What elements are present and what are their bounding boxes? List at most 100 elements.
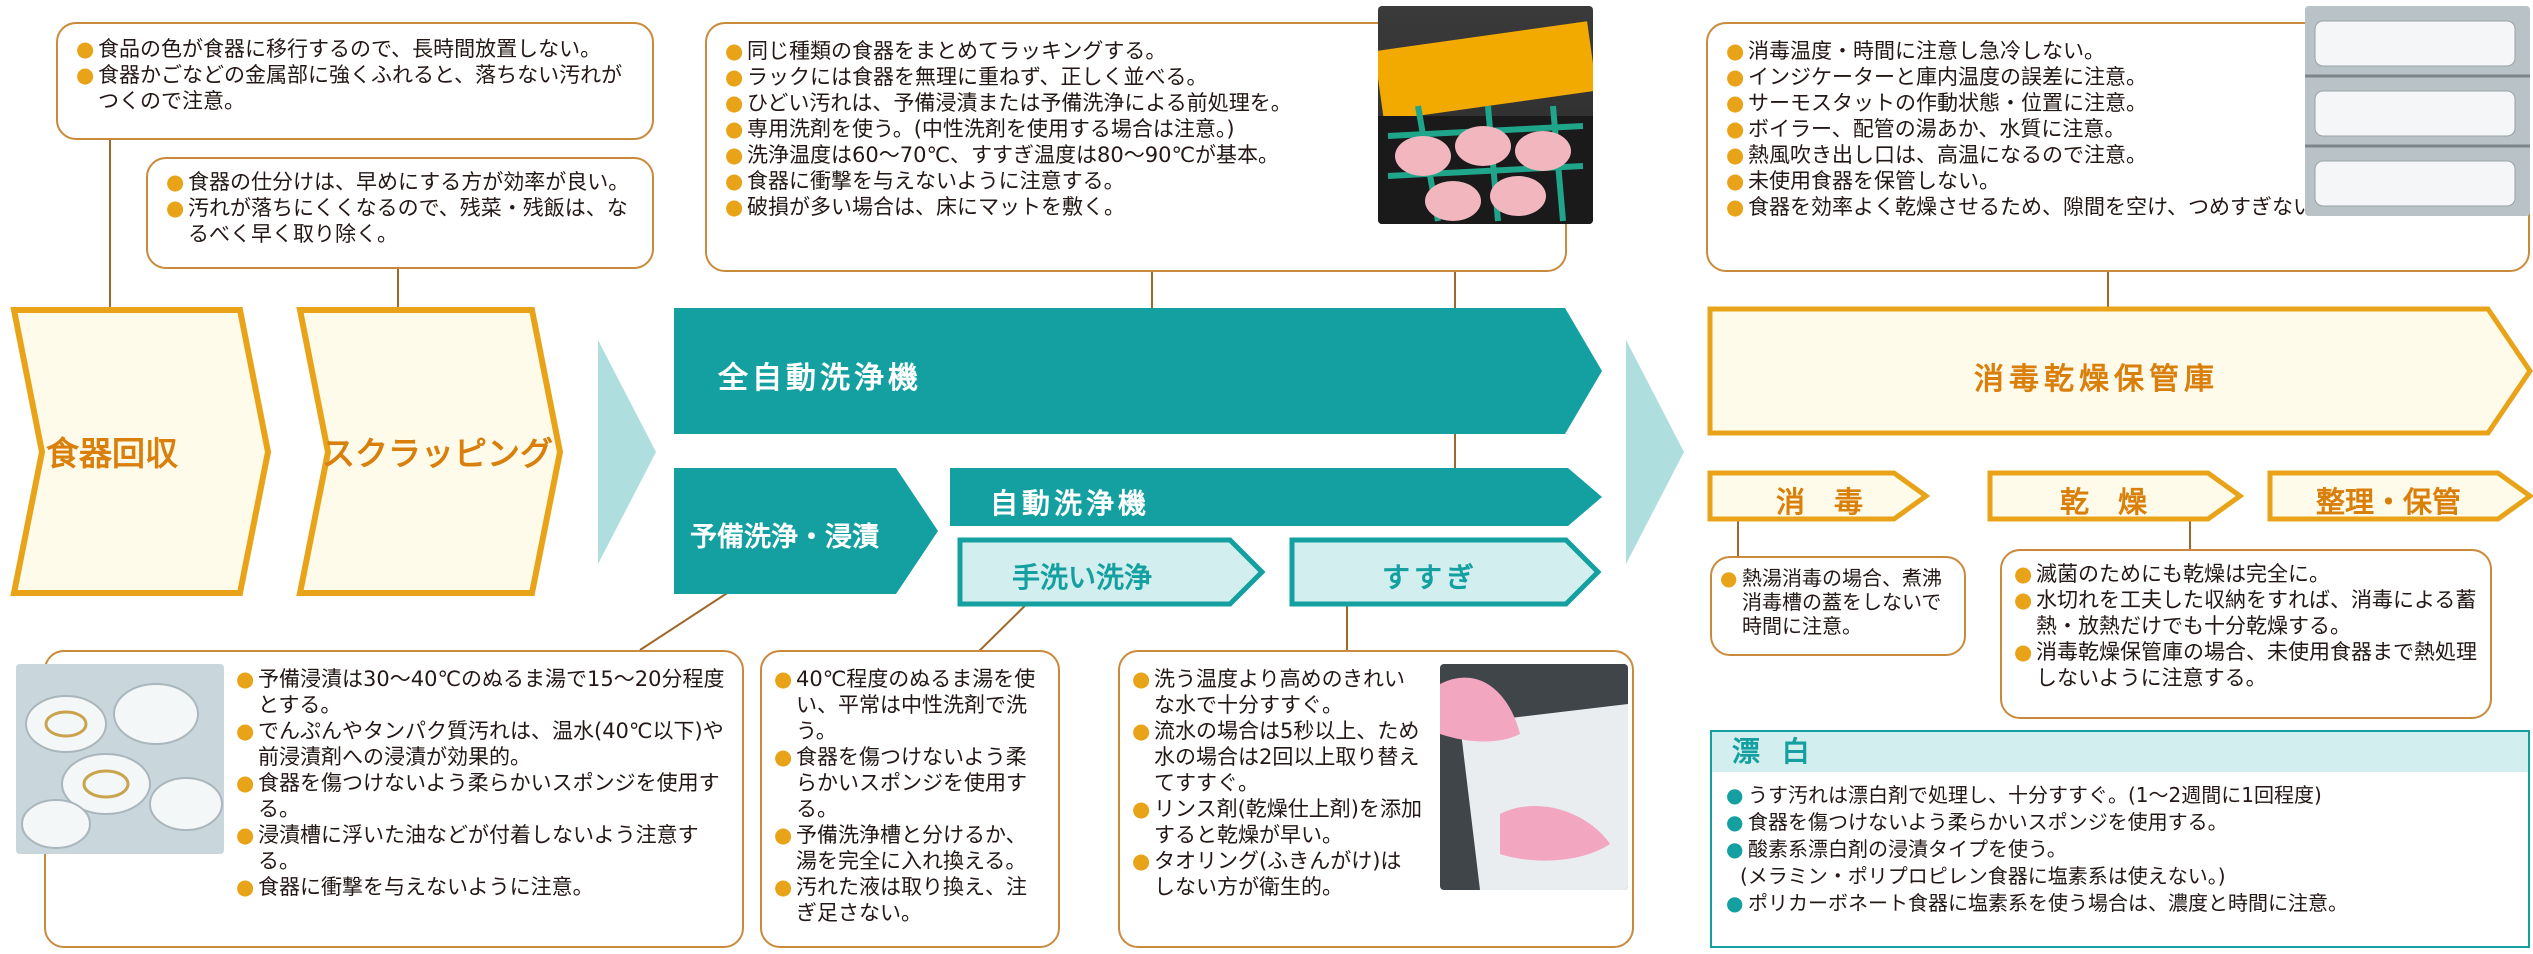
bullet-icon: ● <box>1726 39 1745 63</box>
hyohaku-item: ●うす汚れは漂白剤で処理し、十分すすぐ。(1～2週間に1回程度) <box>1726 783 2322 807</box>
note-tearai: ●40℃程度のぬるま湯を使い、平常は中性洗剤で洗う。 ●食器を傷つけないよう柔ら… <box>760 650 1060 948</box>
step-scraping-shape <box>296 307 564 596</box>
note-item: ●40℃程度のぬるま湯を使い、平常は中性洗剤で洗う。 <box>774 667 1036 743</box>
step-jido-label: 自動洗浄機 <box>990 487 1151 520</box>
note-item: ●リンス剤(乾燥仕上剤)を添加すると乾燥が早い。 <box>1132 797 1422 847</box>
step-hokanko-label: 消毒乾燥保管庫 <box>1974 362 2219 397</box>
note-item: ●同じ種類の食器をまとめてラッキングする。 <box>725 39 1167 63</box>
step-kanso-shape <box>1987 470 2245 522</box>
note-item: ●予備洗浄槽と分けるか、湯を完全に入れ換える。 <box>774 823 1027 873</box>
note-item: ●消毒温度・時間に注意し急冷しない。 <box>1726 39 2105 63</box>
bullet-icon: ● <box>76 37 95 61</box>
bullet-icon: ● <box>2014 562 2033 586</box>
step-susugi-shape <box>1289 537 1602 607</box>
note-item: ●ラックには食器を無理に重ねず、正しく並べる。 <box>725 65 1208 89</box>
note-item: ●熱湯消毒の場合、煮沸消毒槽の蓋をしないで時間に注意。 <box>1720 566 1942 638</box>
note-item: ●水切れを工夫した収納をすれば、消毒による蓄熱・放熱だけでも十分乾燥する。 <box>2014 588 2477 638</box>
bullet-icon: ● <box>1726 65 1745 89</box>
note-item: ●タオリング(ふきんがけ)はしない方が衛生的。 <box>1132 849 1402 899</box>
bullet-icon: ● <box>774 823 793 847</box>
note-item: ●予備浸漬は30～40℃のぬるま湯で15～20分程度とする。 <box>236 667 725 717</box>
hyohaku-item: (メラミン・ポリプロピレン食器に塩素系は使えない。) <box>1740 864 2226 888</box>
step-kanso-label: 乾 燥 <box>2060 485 2148 519</box>
step-shokki-kaishu-label: 食器回収 <box>46 434 178 473</box>
bullet-icon: ● <box>1726 891 1744 915</box>
soaking-illustration <box>16 664 224 854</box>
rinsing-gloves-photo <box>1440 664 1628 890</box>
note-item: ●流水の場合は5秒以上、ため水の場合は2回以上取り替えてすすぐ。 <box>1132 719 1420 795</box>
hyohaku-title: 漂 白 <box>1712 732 2528 772</box>
note-item: ●未使用食器を保管しない。 <box>1726 169 2000 193</box>
bullet-icon: ● <box>236 667 255 691</box>
storage-cabinet-photo <box>2305 6 2530 216</box>
note-item: ●破損が多い場合は、床にマットを敷く。 <box>725 195 1125 219</box>
step-shodoku-label: 消 毒 <box>1776 485 1864 519</box>
note-item: ●汚れが落ちにくくなるので、残菜・残飯は、なるべく早く取り除く。 <box>166 196 628 246</box>
note-item: ●食品の色が食器に移行するので、長時間放置しない。 <box>76 37 602 61</box>
step-seiri-label: 整理・保管 <box>2316 485 2462 519</box>
note-item: ●食器を傷つけないよう柔らかいスポンジを使用する。 <box>236 771 720 821</box>
bullet-icon: ● <box>1726 169 1745 193</box>
note-item: ●滅菌のためにも乾燥は完全に。 <box>2014 562 2330 586</box>
step-zen-jido-label: 全自動洗浄機 <box>718 361 922 396</box>
step-hokanko-shape <box>1707 306 2533 436</box>
hyohaku-item: ●食器を傷つけないよう柔らかいスポンジを使用する。 <box>1726 810 2228 834</box>
rinsing-illustration <box>1440 664 1628 890</box>
hyohaku-item: ●酸素系漂白剤の浸漬タイプを使う。 <box>1726 837 2067 861</box>
bullet-icon: ● <box>236 875 255 899</box>
bullet-icon: ● <box>774 745 793 769</box>
bullet-icon: ● <box>166 170 185 194</box>
hyohaku-item: ●ポリカーボネート食器に塩素系を使う場合は、濃度と時間に注意。 <box>1726 891 2348 915</box>
flow-arrow-1 <box>598 340 656 564</box>
bullet-icon: ● <box>725 39 744 63</box>
note-item: ●消毒乾燥保管庫の場合、未使用食器まで熱処理しないように注意する。 <box>2014 640 2477 690</box>
note-item: ●食器の仕分けは、早めにする方が効率が良い。 <box>166 170 630 194</box>
note-item: ●インジケーターと庫内温度の誤差に注意。 <box>1726 65 2147 89</box>
bullet-icon: ● <box>725 91 744 115</box>
step-shokki-kaishu-shape <box>10 307 272 596</box>
note-item: ●洗う温度より高めのきれいな水で十分すすぐ。 <box>1132 667 1405 717</box>
bullet-icon: ● <box>2014 588 2033 612</box>
bullet-icon: ● <box>1132 797 1151 821</box>
bullet-icon: ● <box>236 719 255 743</box>
note-item: ●サーモスタットの作動状態・位置に注意。 <box>1726 91 2147 115</box>
note-item: ●食器かごなどの金属部に強くふれると、落ちない汚れがつくので注意。 <box>76 63 623 113</box>
note-item: ●食器を効率よく乾燥させるため、隙間を空け、つめすぎない。 <box>1726 195 2335 219</box>
bullet-icon: ● <box>76 63 95 87</box>
note-item: ●ひどい汚れは、予備浸漬または予備洗浄による前処理を。 <box>725 91 1292 115</box>
note-item: ●専用洗剤を使う。(中性洗剤を使用する場合は注意。) <box>725 117 1235 141</box>
note-item: ●熱風吹き出し口は、高温になるので注意。 <box>1726 143 2147 167</box>
bullet-icon: ● <box>1726 195 1745 219</box>
note-item: ●ボイラー、配管の湯あか、水質に注意。 <box>1726 117 2126 141</box>
note-item: ●食器を傷つけないよう柔らかいスポンジを使用する。 <box>774 745 1027 821</box>
note-item: ●食器に衝撃を与えないように注意。 <box>236 875 594 899</box>
dishwasher-rack-photo <box>1378 6 1593 224</box>
step-yobi-label: 予備洗浄・浸漬 <box>690 522 879 553</box>
step-yobi-shape <box>674 468 938 594</box>
note-kanso: ●滅菌のためにも乾燥は完全に。 ●水切れを工夫した収納をすれば、消毒による蓄熱・… <box>2000 549 2492 719</box>
bullet-icon: ● <box>236 823 255 847</box>
cabinet-illustration <box>2305 6 2530 216</box>
step-tearai-shape <box>957 537 1266 607</box>
bullet-icon: ● <box>1726 91 1745 115</box>
bullet-icon: ● <box>725 195 744 219</box>
bullet-icon: ● <box>2014 640 2033 664</box>
bullet-icon: ● <box>774 667 793 691</box>
note-shokki-kaishu: ●食品の色が食器に移行するので、長時間放置しない。 ●食器かごなどの金属部に強く… <box>56 22 654 140</box>
note-item: ●食器に衝撃を与えないように注意する。 <box>725 169 1125 193</box>
bullet-icon: ● <box>166 196 185 220</box>
bullet-icon: ● <box>725 117 744 141</box>
bullet-icon: ● <box>1132 719 1151 743</box>
rack-illustration <box>1378 21 1593 224</box>
bullet-icon: ● <box>774 875 793 899</box>
note-item: ●浸漬槽に浮いた油などが付着しないよう注意する。 <box>236 823 699 873</box>
soaking-dishes-photo <box>16 664 224 854</box>
note-item: ●洗浄温度は60～70℃、すすぎ温度は80～90℃が基本。 <box>725 143 1280 167</box>
bullet-icon: ● <box>1132 849 1151 873</box>
bullet-icon: ● <box>1726 837 1744 861</box>
step-tearai-label: 手洗い洗浄 <box>1012 561 1153 594</box>
bullet-icon: ● <box>1132 667 1151 691</box>
step-shodoku-shape <box>1707 470 1931 522</box>
bullet-icon: ● <box>236 771 255 795</box>
bullet-icon: ● <box>725 143 744 167</box>
